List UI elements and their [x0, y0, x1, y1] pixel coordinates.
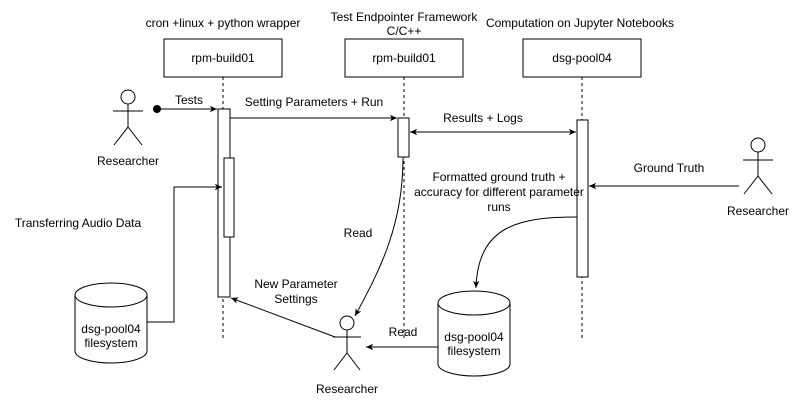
message-setting-parameters-label: Setting Parameters + Run	[245, 95, 383, 109]
svg-text:dsg-pool04: dsg-pool04	[552, 51, 612, 65]
svg-text:rpm-build01: rpm-build01	[372, 51, 436, 65]
activation-bar-build01-b	[397, 117, 410, 158]
database-left-icon[interactable]	[74, 282, 148, 364]
message-read-bottom-label: Read	[389, 325, 418, 339]
lifeline-rpm-build01-a[interactable]: rpm-build01	[163, 38, 283, 341]
database-left-label-line2: filesystem	[84, 336, 137, 350]
header-right: Computation on Jupyter Notebooks	[486, 16, 674, 30]
database-right-label-line1: dsg-pool04	[444, 330, 504, 344]
researcher-left-actor-icon	[113, 89, 143, 146]
message-new-parameter-line1: New Parameter	[254, 277, 337, 291]
researcher-bottom-label: Researcher	[316, 382, 378, 396]
researcher-left-label: Researcher	[97, 154, 159, 168]
message-formatted-line3: runs	[487, 200, 510, 214]
message-formatted-line1: Formatted ground truth +	[432, 170, 565, 184]
database-left-label-line1: dsg-pool04	[81, 322, 141, 336]
database-right-label-line2: filesystem	[447, 344, 500, 358]
lifeline-dsg-pool04[interactable]: dsg-pool04	[522, 38, 642, 341]
header-middle-line2: C/C++	[387, 24, 422, 38]
message-tests-label: Tests	[175, 93, 203, 107]
researcher-right-actor-icon	[743, 137, 773, 195]
researcher-bottom-actor-icon	[333, 315, 361, 371]
message-results-logs-label: Results + Logs	[443, 111, 523, 125]
message-new-parameter-line2: Settings	[274, 292, 317, 306]
message-formatted-line2: accuracy for different parameter	[414, 185, 584, 199]
message-read-center-arrow[interactable]	[354, 157, 404, 317]
activation-bar-build01-a-nested	[223, 157, 235, 238]
svg-text:rpm-build01: rpm-build01	[191, 51, 255, 65]
message-transferring-audio-label: Transferring Audio Data	[15, 216, 142, 230]
message-read-center-label: Read	[344, 226, 373, 240]
header-middle-line1: Test Endpointer Framework	[331, 10, 479, 24]
message-tests[interactable]	[153, 105, 217, 113]
message-ground-truth-label: Ground Truth	[634, 161, 705, 175]
message-transferring-audio-arrow[interactable]	[147, 183, 222, 323]
database-right-icon[interactable]	[437, 290, 511, 377]
researcher-right-label: Researcher	[727, 204, 789, 218]
message-formatted-ground-truth-arrow[interactable]	[473, 216, 578, 289]
activation-bar-pool04	[576, 119, 589, 278]
message-new-parameter-arrow[interactable]	[230, 297, 336, 338]
header-left: cron +linux + python wrapper	[146, 16, 301, 30]
